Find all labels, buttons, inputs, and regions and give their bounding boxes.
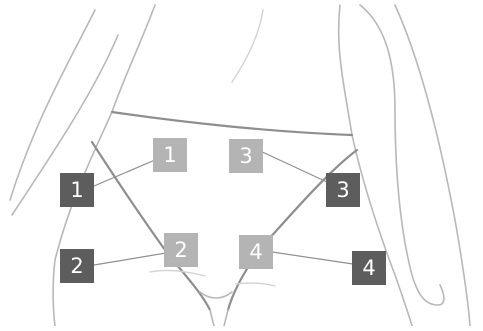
right-arm-edge-outline (395, 5, 470, 326)
marker-outer-1: 1 (60, 173, 94, 207)
center-seam-right (224, 310, 228, 326)
marker-outer-4: 4 (352, 251, 386, 285)
spine-crease (232, 10, 263, 82)
marker-inner-2: 2 (164, 233, 198, 267)
marker-inner-1: 1 (153, 138, 187, 172)
left-leg-opening (92, 142, 210, 310)
center-seam-left (210, 310, 214, 326)
marker-outer-3: 3 (326, 173, 360, 207)
right-thigh-crease (236, 283, 275, 286)
left-thigh-crease (150, 270, 205, 276)
marker-outer-2: 2 (60, 249, 94, 283)
waistband-top (112, 112, 352, 135)
marker-inner-4: 4 (239, 235, 273, 269)
leader-line-1 (94, 160, 155, 186)
crotch-fold (200, 292, 232, 298)
marker-inner-3: 3 (229, 139, 263, 173)
leader-line-4 (272, 252, 353, 264)
leader-line-3 (258, 150, 327, 182)
leader-line-2 (94, 253, 166, 265)
